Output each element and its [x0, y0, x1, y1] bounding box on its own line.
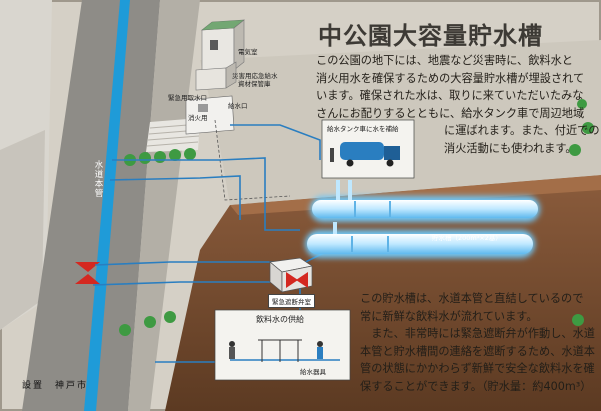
intro-line: います。確保された水は、取りに来ていただいたみな [316, 89, 584, 103]
road [22, 0, 160, 411]
shutoff-valve-label: 緊急遮断弁室 [268, 294, 315, 308]
tank-line: 管の状態にかかわらず新鮮で安全な飲料水を確 [360, 362, 595, 376]
tanker-truck-inset [321, 119, 415, 179]
reservoir-tank-upper [310, 196, 540, 222]
fire-use-label: 消火用 [188, 114, 208, 122]
water-main-label: 水道本管 [93, 160, 103, 198]
park-boundary-line [214, 119, 291, 201]
risers [333, 180, 352, 234]
sidewalk [128, 0, 200, 411]
supply-port-label: 給水口 [228, 102, 248, 110]
drinking-water-inset [214, 309, 351, 381]
intro-line: に運ばれます。また、付近での [444, 124, 600, 138]
shutoff-valve-box [269, 257, 313, 293]
supply-device-label: 給水器具 [300, 368, 326, 376]
emergency-tap-label: 緊急用取水口 [168, 94, 207, 102]
disaster-storage-label-2: 資材保管庫 [238, 80, 271, 88]
tank-paragraph: この貯水槽は、水道本管と直結しているので 常に新鮮な飲料水が流れています。 また… [360, 290, 595, 396]
intro-paragraph: この公園の地下には、地震など災害時に、飲料水と 消火用水を確保するための大容量貯… [316, 52, 600, 158]
reservoir-tank-lower [305, 230, 535, 258]
tank-line: 常に新鮮な飲料水が流れています。 [360, 309, 538, 323]
tank-line: また、非常時には緊急遮断弁が作動し、水道 [360, 327, 595, 341]
installer-credit: 設置 神戸市 [22, 381, 89, 391]
emergency-tap-structure [185, 95, 235, 135]
storage-building [195, 61, 237, 91]
main-valve-icon-2 [75, 274, 100, 284]
water-main-pipe [84, 0, 130, 411]
tank-line: この貯水槽は、水道本管と直結しているので [360, 292, 584, 305]
tanker-refill-label: 給水タンク車に水を補給 [327, 125, 399, 133]
drinking-water-label: 飲料水の供給 [256, 315, 304, 324]
intro-line: さんにお配りするとともに、給水タンク車で周辺地域 [316, 106, 585, 120]
intro-line: 消火用水を確保するための大容量貯水槽が埋設されて [316, 71, 585, 85]
tank-line: 保することができます。（貯水量：約400m³） [360, 379, 592, 393]
tank-line: 本管と貯水槽間の連絡を遮断するため、水道本 [360, 344, 595, 358]
trees-right [569, 99, 594, 326]
electric-room-label: 電気室 [238, 48, 258, 56]
building-side [0, 130, 45, 330]
page-title: 中公園大容量貯水槽 [318, 22, 543, 50]
main-valve-icon [75, 262, 100, 272]
electric-room-building [201, 19, 245, 75]
disaster-storage-label-1: 災害用応急給水 [232, 72, 278, 80]
reservoir-label: 貯水槽（200m³×2基） [432, 234, 502, 242]
intro-line: この公園の地下には、地震など災害時に、飲料水と [316, 54, 573, 67]
intro-line: 消火活動にも使われます。 [444, 141, 577, 155]
